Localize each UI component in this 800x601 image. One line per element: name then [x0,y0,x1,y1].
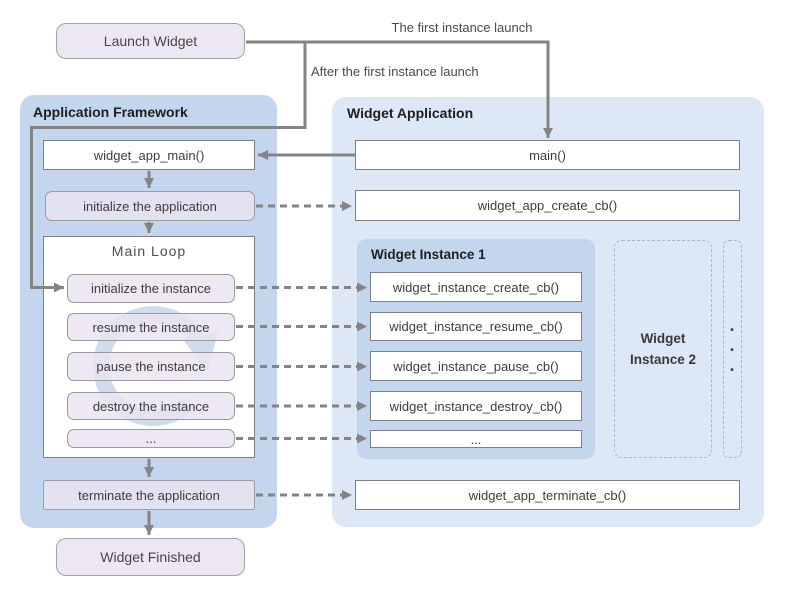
widget-app-create-cb-box: widget_app_create_cb() [355,190,740,221]
widget-app-main-box: widget_app_main() [43,140,255,170]
initialize-application-box: initialize the application [45,191,255,221]
widget-application-title: Widget Application [347,105,474,121]
ellipsis-dot: · [729,320,736,340]
widget-instance-create-cb-box: widget_instance_create_cb() [370,272,582,302]
ellipsis-dot: · [729,360,736,380]
destroy-instance-box: destroy the instance [67,392,235,420]
initialize-instance-box: initialize the instance [67,274,235,303]
resume-instance-box: resume the instance [67,313,235,341]
first-instance-launch-label: The first instance launch [391,20,533,35]
terminate-application-box: terminate the application [43,480,255,510]
panel-more-instances [723,240,742,458]
widget-instance-1-title: Widget Instance 1 [371,247,486,262]
widget-finished-node: Widget Finished [56,538,245,576]
pause-instance-box: pause the instance [67,352,235,381]
widget-instance-2-label: Widget Instance 2 [629,331,697,367]
widget-instance-resume-cb-box: widget_instance_resume_cb() [370,312,582,341]
loop-ellipsis-box: ... [67,429,235,448]
widget-instance-pause-cb-box: widget_instance_pause_cb() [370,351,582,381]
main-box: main() [355,140,740,170]
widget-instance-destroy-cb-box: widget_instance_destroy_cb() [370,391,582,421]
ellipsis-dot: · [729,340,736,360]
launch-widget-node: Launch Widget [56,23,245,59]
instance-ellipsis-box: ... [370,430,582,448]
panel-widget-instance-2 [614,240,712,458]
after-first-instance-launch-label: After the first instance launch [311,64,479,79]
application-framework-title: Application Framework [33,104,188,120]
vertical-ellipsis: · · · [723,310,742,390]
main-loop-container [43,236,255,458]
widget-app-terminate-cb-box: widget_app_terminate_cb() [355,480,740,510]
main-loop-title: Main Loop [111,243,187,259]
